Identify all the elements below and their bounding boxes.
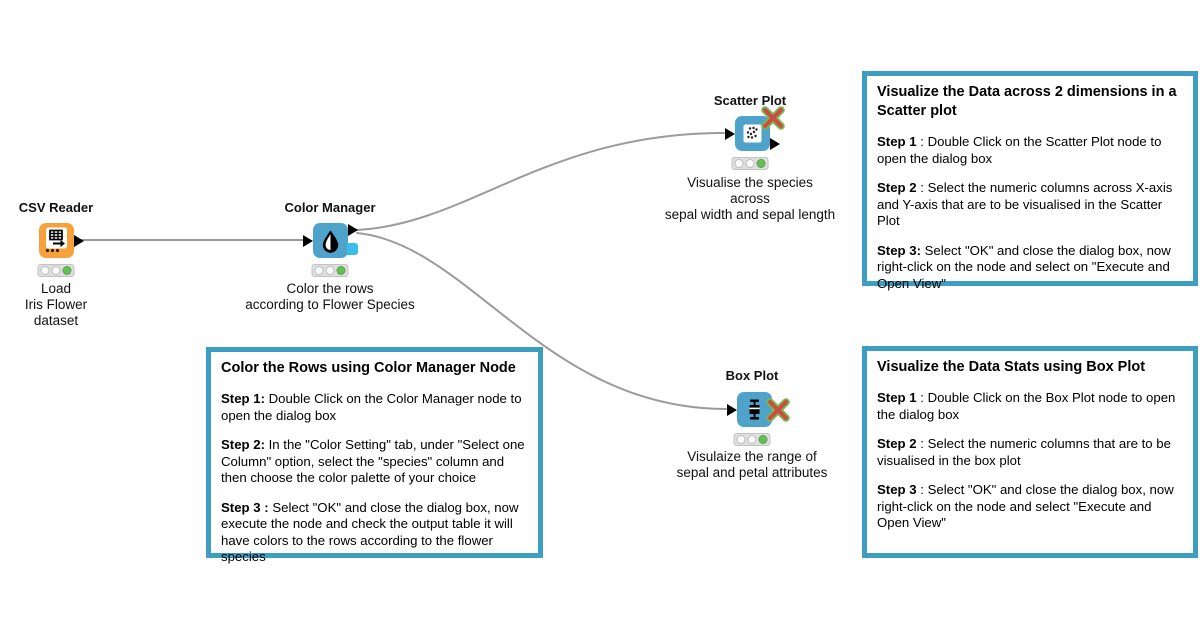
annotation-step: Step 3: Select "OK" and close the dialog… <box>877 242 1171 291</box>
status-lamp-green <box>756 159 766 168</box>
red-cross-icon <box>761 106 785 130</box>
node-caption[interactable]: Load Iris Flower dataset <box>24 281 88 328</box>
node-title[interactable]: Scatter Plot <box>713 93 787 108</box>
annotation-step: Step 2 : Select the numeric columns that… <box>877 436 1171 468</box>
annotation-color-manager[interactable]: Color the Rows using Color Manager Node … <box>206 347 543 564</box>
annotation-step: Step 2 : Select the numeric columns acro… <box>877 180 1173 228</box>
status-lamp-yellow <box>325 266 335 275</box>
status-lamp-yellow <box>745 159 755 168</box>
input-port-icon <box>727 403 737 416</box>
annotation-title: Visualize the Data Stats using Box Plot <box>877 359 1146 375</box>
annotation-box-plot[interactable]: Visualize the Data Stats using Box Plot … <box>862 346 1198 558</box>
output-port-icon <box>348 224 358 236</box>
status-traffic-light <box>37 264 75 277</box>
status-lamp-red <box>40 266 50 275</box>
input-port-icon <box>303 234 313 247</box>
node-caption[interactable]: Visualise the species across sepal width… <box>664 175 836 222</box>
status-lamp-yellow <box>51 266 61 275</box>
annotation-step: Step 2: In the "Color Setting" tab, unde… <box>221 437 525 485</box>
color-drop-icon <box>322 230 339 253</box>
status-lamp-green <box>62 266 72 275</box>
status-traffic-light <box>733 433 771 446</box>
output-port-icon <box>74 234 84 247</box>
input-port-icon <box>725 127 735 140</box>
connector-colormanager-to-scatter[interactable] <box>356 132 725 231</box>
node-caption[interactable]: Color the rows according to Flower Speci… <box>245 281 415 312</box>
output-port-icon <box>770 138 780 150</box>
annotation-title: Visualize the Data across 2 dimensions i… <box>877 84 1177 119</box>
status-lamp-yellow <box>747 435 757 444</box>
annotation-step: Step 1 : Double Click on the Scatter Plo… <box>877 134 1162 166</box>
color-manager-node-body[interactable] <box>303 223 358 258</box>
scatter-plot-node-body[interactable] <box>725 106 785 151</box>
node-caption[interactable]: Visulaize the range of sepal and petal a… <box>676 449 828 480</box>
status-traffic-light <box>311 264 349 277</box>
status-lamp-green <box>336 266 346 275</box>
color-output-tab <box>347 243 358 255</box>
scatter-icon <box>743 124 762 143</box>
box-plot-node-body[interactable] <box>727 392 790 427</box>
node-title[interactable]: Box Plot <box>725 368 779 383</box>
annotation-step: Step 1 : Double Click on the Box Plot no… <box>877 390 1176 422</box>
annotation-step: Step 3 : Select "OK" and close the dialo… <box>877 482 1174 530</box>
status-traffic-light <box>731 157 769 170</box>
status-lamp-red <box>734 159 744 168</box>
annotation-step: Step 3 : Select "OK" and close the dialo… <box>221 499 519 565</box>
red-cross-icon <box>766 398 790 422</box>
status-lamp-red <box>736 435 746 444</box>
annotation-title: Color the Rows using Color Manager Node <box>221 360 516 376</box>
node-title[interactable]: Color Manager <box>284 200 376 215</box>
node-title[interactable]: CSV Reader <box>18 200 94 215</box>
csv-reader-node-body[interactable] <box>39 223 84 258</box>
annotation-step: Step 1: Double Click on the Color Manage… <box>221 391 522 423</box>
box-plot-icon <box>749 399 760 420</box>
status-lamp-green <box>758 435 768 444</box>
table-reader-icon <box>45 227 67 253</box>
connector-colormanager-to-boxplot[interactable] <box>356 232 727 410</box>
status-lamp-red <box>314 266 324 275</box>
annotation-scatter-plot[interactable]: Visualize the Data across 2 dimensions i… <box>862 71 1198 291</box>
